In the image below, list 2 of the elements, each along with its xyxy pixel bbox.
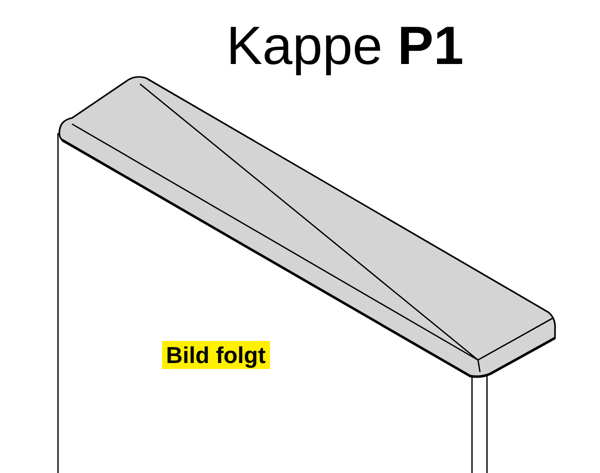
title: Kappe P1: [225, 15, 465, 78]
placeholder-note: Bild folgt: [162, 341, 270, 369]
